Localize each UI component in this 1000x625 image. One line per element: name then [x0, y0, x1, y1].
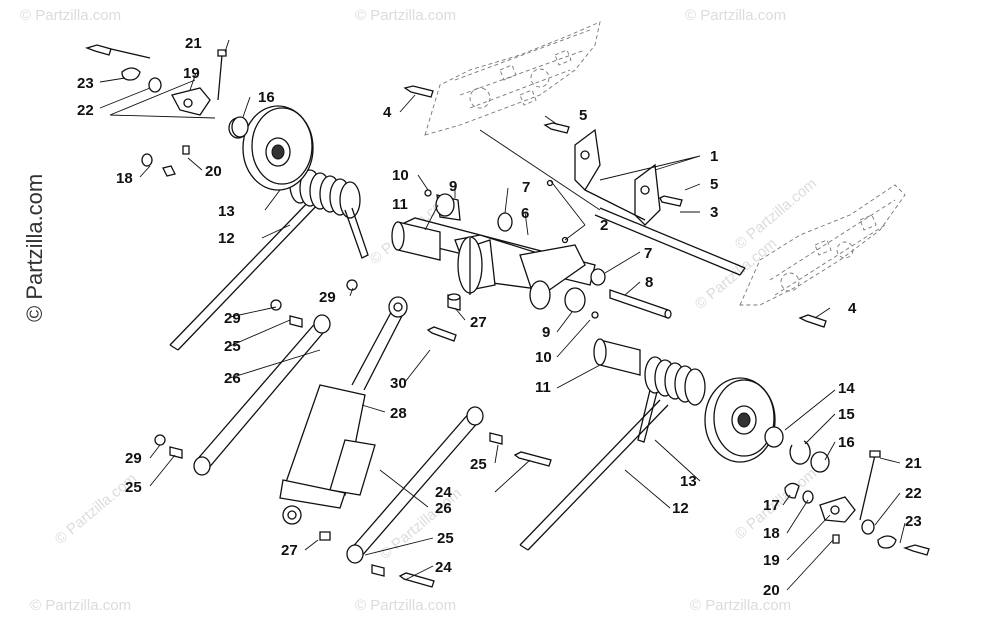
callout-label: 13 [218, 203, 235, 220]
callout-label: 20 [763, 582, 780, 599]
callout-label: 26 [224, 370, 241, 387]
callout-label: 30 [390, 375, 407, 392]
callout-label: 1 [710, 148, 718, 165]
callout-label: 2 [600, 217, 608, 234]
callout-label: 10 [535, 349, 552, 366]
cross-shaft [479, 129, 746, 276]
callout-label: 28 [390, 405, 407, 422]
watermark: © Partzilla.com [690, 597, 791, 614]
callout-label: 12 [672, 500, 689, 517]
callout-label: 19 [763, 552, 780, 569]
hardware-left [84, 44, 249, 177]
spacers-and-pin [447, 179, 672, 319]
callout-label: 12 [218, 230, 235, 247]
rail-frame-upper [424, 21, 601, 136]
callout-label: 5 [579, 107, 587, 124]
callout-label: 24 [435, 559, 452, 576]
callout-label: 3 [710, 204, 718, 221]
callout-label: 9 [449, 178, 457, 195]
callout-label: 27 [281, 542, 298, 559]
idler-wheel-left [228, 105, 314, 191]
watermark: © Partzilla.com [20, 7, 121, 24]
mount-bracket [574, 128, 661, 226]
callout-label: 22 [905, 485, 922, 502]
callout-label: 29 [319, 289, 336, 306]
callout-label: 18 [116, 170, 133, 187]
callout-label: 29 [224, 310, 241, 327]
rail-frame-lower [739, 184, 906, 306]
callout-label: 11 [392, 196, 408, 213]
callout-label: 17 [763, 497, 780, 514]
callout-label: 20 [205, 163, 222, 180]
callout-label: 4 [848, 300, 857, 317]
upper-arm-assembly [399, 217, 596, 310]
callout-label: 16 [838, 434, 855, 451]
idler-wheel-right [704, 377, 830, 473]
watermark-primary: © Partzilla.com [22, 174, 47, 322]
callout-label: 23 [905, 513, 922, 530]
watermark: © Partzilla.com [355, 597, 456, 614]
watermark: © Partzilla.com [355, 7, 456, 24]
shock-absorber [279, 296, 408, 525]
watermark: © Partzilla.com [732, 175, 820, 253]
watermark: © Partzilla.com [685, 7, 786, 24]
callout-label: 4 [383, 104, 392, 121]
callout-label: 9 [542, 324, 550, 341]
callout-label: 5 [710, 176, 718, 193]
torsion-spring-left [169, 166, 369, 351]
callout-label: 21 [185, 35, 202, 52]
leader-lines [99, 39, 906, 591]
callout-label: 25 [224, 338, 241, 355]
watermark: © Partzilla.com [30, 597, 131, 614]
hardware-right [784, 450, 930, 556]
callout-label: 19 [183, 65, 200, 82]
callout-label: 26 [435, 500, 452, 517]
torsion-spring-right [519, 356, 706, 551]
callout-label: 7 [522, 179, 530, 196]
bolts [403, 85, 827, 328]
bushing-right [424, 189, 641, 376]
callout-label: 10 [392, 167, 409, 184]
callout-label: 21 [905, 455, 922, 472]
callout-label: 25 [437, 530, 454, 547]
callout-label: 16 [258, 89, 275, 106]
watermark-layer: © Partzilla.com © Partzilla.com © Partzi… [20, 7, 820, 614]
callout-label: 22 [77, 102, 94, 119]
bushing-left [391, 193, 461, 261]
callout-label: 6 [521, 205, 529, 222]
callout-label: 25 [470, 456, 487, 473]
callout-label: 23 [77, 75, 94, 92]
callout-label: 24 [435, 484, 452, 501]
callout-label: 29 [125, 450, 142, 467]
callout-label: 15 [838, 406, 855, 423]
lower-link-right [319, 326, 552, 588]
callout-label: 11 [535, 379, 551, 396]
callout-label: 25 [125, 479, 142, 496]
callout-label: 8 [645, 274, 653, 291]
callout-label: 14 [838, 380, 855, 397]
callout-label: 27 [470, 314, 487, 331]
callout-label: 7 [644, 245, 652, 262]
callout-label: 13 [680, 473, 697, 490]
callout-label: 18 [763, 525, 780, 542]
callout-labels: 1 2 3 4 4 5 5 6 7 7 8 9 9 10 10 11 11 12… [77, 35, 922, 599]
